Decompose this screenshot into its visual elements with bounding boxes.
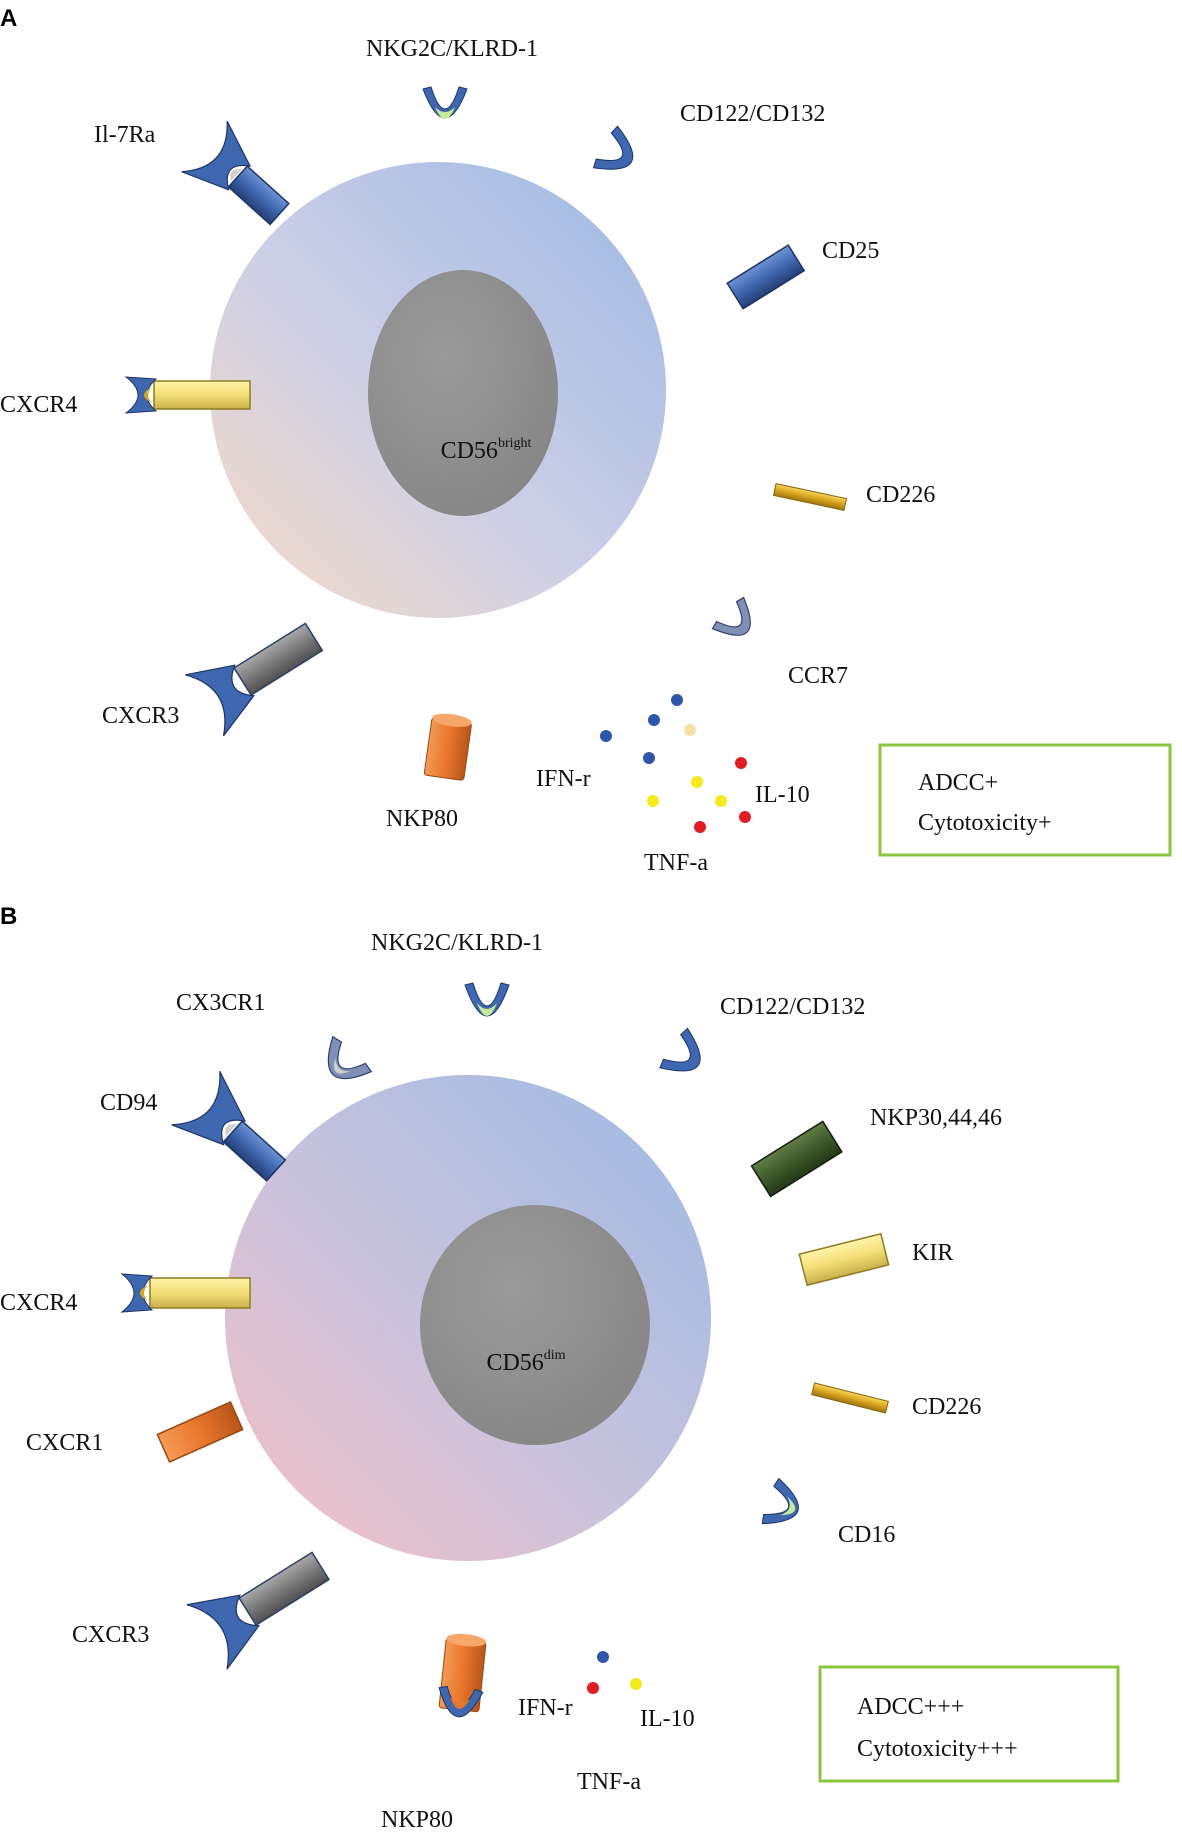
cd226-receptor-b (811, 1382, 889, 1414)
panel-b-letter: B (0, 903, 17, 930)
cd226-label-a: CD226 (866, 482, 935, 508)
tnf-dot (684, 724, 696, 736)
function-box-a-line2: Cytotoxicity+ (918, 810, 1052, 836)
nkp30-receptor-b (750, 1120, 843, 1198)
cd226-label-b: CD226 (912, 1394, 981, 1420)
cd16-receptor-b (761, 1477, 799, 1525)
function-box-b-line2: Cytotoxicity+++ (857, 1736, 1018, 1762)
nkg2c-label-b: NKG2C/KLRD-1 (371, 930, 543, 956)
il10-label-b: IL-10 (640, 1706, 695, 1732)
function-box-b (818, 1665, 1120, 1783)
il7ra-receptor-a (181, 120, 290, 226)
cd25-receptor-a (726, 244, 806, 310)
nkg2c-receptor-a (422, 86, 468, 119)
ifn-label-b: IFN-r (518, 1695, 573, 1721)
tnf-dot (715, 795, 727, 807)
tnf-label-b: TNF-a (577, 1769, 641, 1795)
nkp80-receptor-a (423, 713, 472, 781)
ccr7-receptor-a (711, 596, 751, 636)
cxcr4-receptor-a (124, 376, 251, 414)
cxcr4-label-a: CXCR4 (0, 392, 77, 418)
cxcr4-label-b: CXCR4 (0, 1290, 77, 1316)
kir-label-b: KIR (912, 1240, 953, 1266)
cxcr3-label-b: CXCR3 (72, 1622, 149, 1648)
il10-label-a: IL-10 (755, 782, 810, 808)
cxcr3-receptor-b (186, 1551, 331, 1670)
nkg2c-label-a: NKG2C/KLRD-1 (366, 36, 538, 62)
cd94-receptor-b (171, 1071, 287, 1182)
il10-dot (694, 821, 706, 833)
nucleus-label-a: CD56bright (441, 436, 532, 464)
cxcr3-receptor-a (185, 622, 324, 737)
cd16-label-b: CD16 (838, 1522, 895, 1548)
ifn-dot (671, 694, 683, 706)
function-box-b-line1: ADCC+++ (857, 1694, 964, 1720)
cx3cr1-label-b: CX3CR1 (176, 990, 265, 1016)
panel-a: A CD56bright NKG2C/KLRD-1 Il-7Ra CD122/C… (0, 5, 1172, 876)
tnf-dot (691, 776, 703, 788)
tnf-dot (647, 795, 659, 807)
panel-b: B CD56dim NKG2C/KLRD-1 CX3CR1 CD122/CD13… (0, 903, 1120, 1833)
il10-dot (739, 811, 751, 823)
cd25-label-a: CD25 (822, 238, 879, 264)
kir-receptor-b (798, 1232, 890, 1287)
cx3cr1-receptor-b (327, 1035, 373, 1080)
ifn-label-a: IFN-r (536, 766, 591, 792)
panel-a-letter: A (0, 5, 17, 32)
ifn-dot (600, 730, 612, 742)
function-box-a-line1: ADCC+ (918, 770, 998, 796)
nkp80-label-b: NKP80 (381, 1807, 453, 1833)
tnf-dot (630, 1678, 642, 1690)
cxcr1-label-b: CXCR1 (26, 1430, 103, 1456)
cd94-label-b: CD94 (100, 1090, 157, 1116)
cd122-label-a: CD122/CD132 (680, 101, 825, 127)
cxcr4-receptor-b (120, 1273, 251, 1313)
nkp80-receptor-b (438, 1633, 487, 1718)
tnf-label-a: TNF-a (644, 850, 708, 876)
cxcr1-receptor-b (156, 1401, 244, 1463)
nucleus-label-b: CD56dim (486, 1348, 565, 1376)
ifn-dot (648, 714, 660, 726)
function-box-a (878, 743, 1172, 857)
ifn-dot (597, 1651, 609, 1663)
ccr7-label-a: CCR7 (788, 663, 848, 689)
il10-dot (587, 1682, 599, 1694)
cd122-receptor-b (659, 1027, 701, 1072)
cd226-receptor-a (772, 483, 848, 511)
cxcr3-label-a: CXCR3 (102, 703, 179, 729)
il10-dot (735, 757, 747, 769)
nkg2c-receptor-b (464, 982, 510, 1017)
cd122-label-b: CD122/CD132 (720, 994, 865, 1020)
il7ra-label-a: Il-7Ra (94, 122, 156, 148)
nkp30-label-b: NKP30,44,46 (870, 1105, 1002, 1131)
nkp80-label-a: NKP80 (386, 806, 458, 832)
nucleus-a (368, 270, 558, 516)
cd122-receptor-a (592, 125, 634, 170)
ifn-dot (643, 752, 655, 764)
nucleus-b (420, 1205, 650, 1445)
